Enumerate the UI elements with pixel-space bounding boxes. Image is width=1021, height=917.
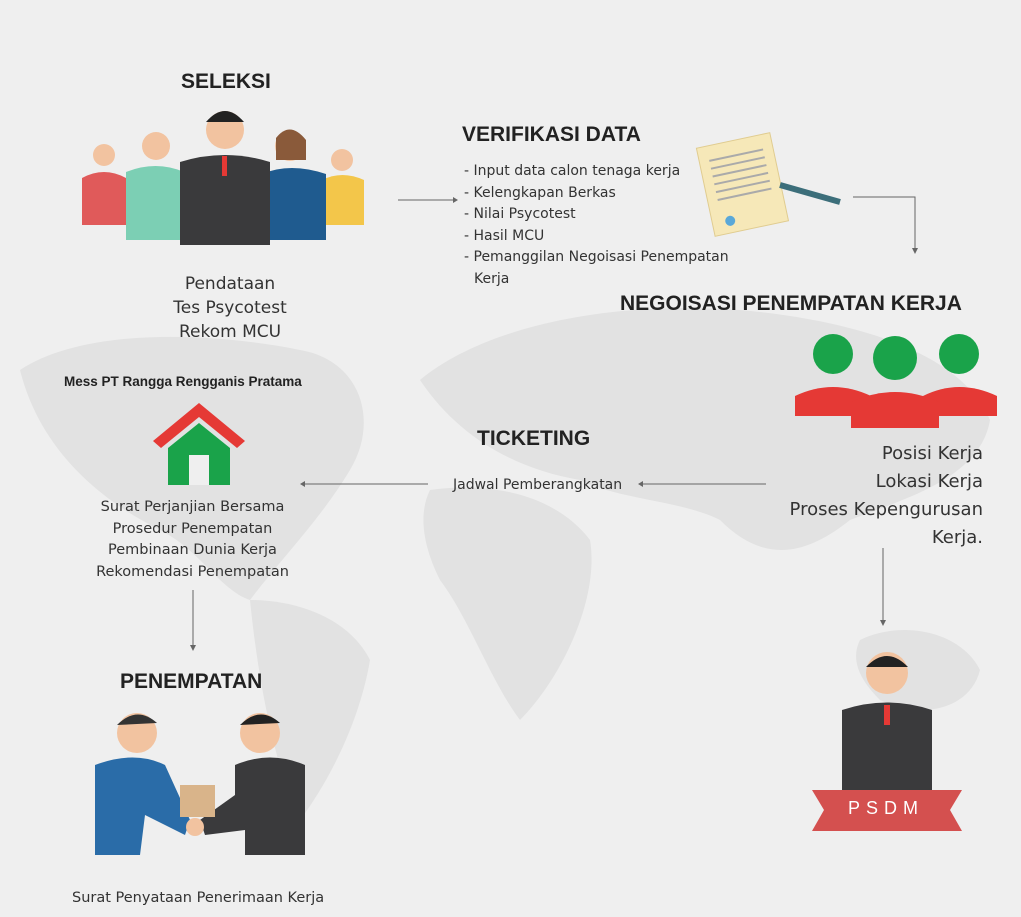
seleksi-title: SELEKSI [181,70,271,93]
seleksi-line: Pendataan [184,274,276,294]
negoisasi-line: Lokasi Kerja [875,471,983,492]
ticketing-title: TICKETING [477,427,591,450]
psdm-label: PSDM [847,798,924,818]
seleksi-line: Tes Psycotest [173,298,287,318]
mess-line: Surat Perjanjian Bersama [100,499,285,515]
negotiation-people-icon [795,334,997,428]
mess-title: Mess PT Rangga Rengganis Pratama [64,374,302,389]
verifikasi-item: - Kelengkapan Berkas [464,184,616,201]
house-icon [153,403,245,485]
seleksi-details: Pendataan Tes Psycotest Rekom MCU [130,272,330,344]
mess-line: Pembinaan Dunia Kerja [108,542,277,558]
verifikasi-item: - Nilai Psycotest [464,206,576,222]
verifikasi-title: VERIFIKASI DATA [462,123,641,146]
psdm-person-icon [812,652,962,831]
arrow-left [300,481,428,487]
seleksi-line: Rekom MCU [178,322,282,342]
arrow-left [638,481,766,487]
negoisasi-line: Kerja. [931,527,983,548]
verifikasi-item: - Pemanggilan Negoisasi Penempatan [464,249,729,265]
negoisasi-details: Posisi Kerja Lokasi Kerja Proses Kepengu… [740,440,983,552]
verifikasi-list: - Input data calon tenaga kerja - Keleng… [464,161,729,290]
mess-details: Surat Perjanjian Bersama Prosedur Penemp… [80,497,305,583]
people-group-icon [82,111,364,245]
verifikasi-item: - Hasil MCU [464,227,545,244]
document-pen-icon [695,132,841,237]
negoisasi-line: Proses Kepengurusan [789,499,983,520]
arrow-down [190,590,196,651]
negoisasi-line: Posisi Kerja [881,443,983,464]
arrow-down [880,548,886,626]
handshake-icon [95,713,305,855]
ticketing-detail: Jadwal Pemberangkatan [453,477,623,493]
verifikasi-item: - Input data calon tenaga kerja [464,163,681,179]
mess-line: Rekomendasi Penempatan [96,563,289,580]
penempatan-title: PENEMPATAN [120,670,263,693]
penempatan-detail: Surat Penyataan Penerimaan Kerja [72,890,325,906]
arrow-down [853,196,918,254]
mess-line: Prosedur Penempatan [112,520,273,537]
arrow-right [398,197,458,203]
verifikasi-item: Kerja [474,270,510,287]
negoisasi-title: NEGOISASI PENEMPATAN KERJA [620,292,962,315]
